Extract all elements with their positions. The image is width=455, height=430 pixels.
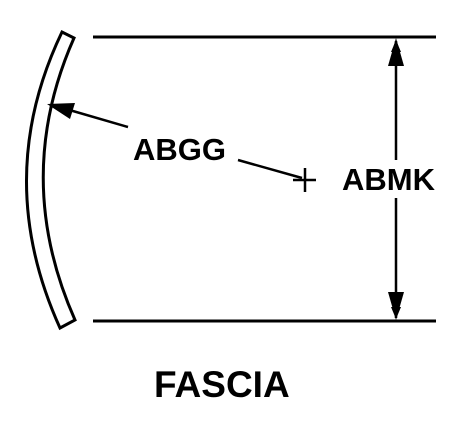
diagram-caption: FASCIA: [154, 364, 290, 405]
height-arrow-bottom: [388, 292, 404, 320]
radius-label: ABGG: [133, 132, 226, 167]
fascia-arc: [25, 29, 77, 331]
radius-leader-line: [65, 107, 129, 129]
height-arrow-top: [388, 38, 404, 66]
height-label: ABMK: [342, 162, 436, 197]
center-leader-line: [237, 158, 303, 180]
radius-arrowhead: [47, 103, 75, 119]
